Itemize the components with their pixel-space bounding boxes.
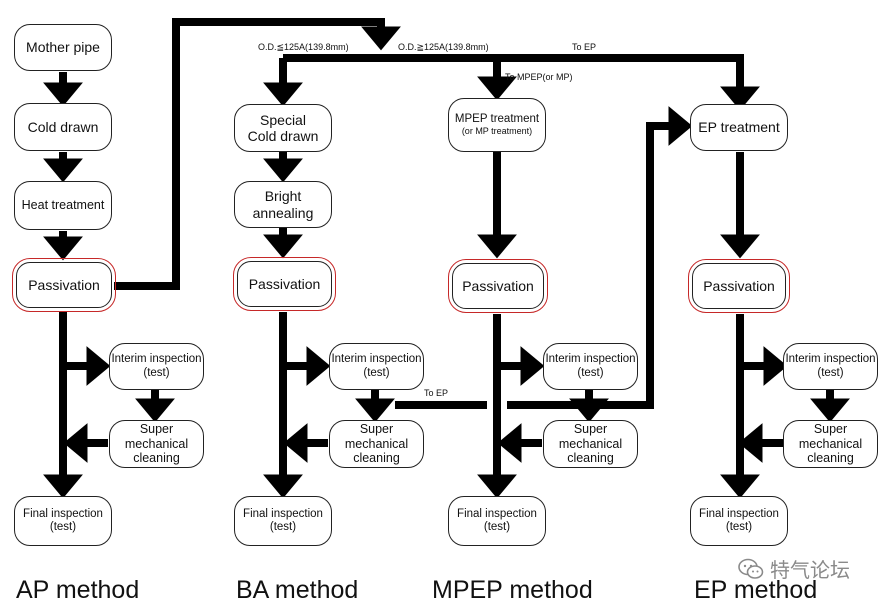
arrow-to-ep-mid <box>395 106 693 409</box>
node-ep-treatment: EP treatment <box>690 104 788 151</box>
node-ba-bright-annealing: Bright annealing <box>234 181 332 228</box>
label-od-small: O.D.≦125A(139.8mm) <box>258 42 349 52</box>
node-ba-passivation: Passivation <box>233 257 336 311</box>
node-ap-mother-pipe: Mother pipe <box>14 24 112 71</box>
node-ep-final-inspection: Final inspection (test) <box>690 496 788 546</box>
node-ba-special-cold-drawn: Special Cold drawn <box>234 104 332 152</box>
label-to-ep-mid: To EP <box>424 388 449 398</box>
node-ep-super-cleaning: Super mechanical cleaning <box>783 420 878 468</box>
node-mpep-interim-inspection: Interim inspection (test) <box>543 343 638 390</box>
node-ap-super-cleaning: Super mechanical cleaning <box>109 420 204 468</box>
node-ba-super-cleaning: Super mechanical cleaning <box>329 420 424 468</box>
caption-mpep-method: MPEP method <box>432 576 593 604</box>
caption-ba-method: BA method <box>236 576 359 604</box>
wechat-icon <box>738 558 764 580</box>
mpep-treatment-sublabel: (or MP treatment) <box>461 126 533 137</box>
mpep-treatment-label: MPEP treatment <box>454 113 540 126</box>
label-to-mpep: To MPEP(or MP) <box>505 72 573 82</box>
node-ba-interim-inspection: Interim inspection (test) <box>329 343 424 390</box>
node-ba-final-inspection: Final inspection (test) <box>234 496 332 546</box>
label-to-ep-top: To EP <box>572 42 597 52</box>
node-ep-passivation: Passivation <box>688 259 790 313</box>
watermark-text: 特气论坛 <box>770 558 850 582</box>
node-mpep-super-cleaning: Super mechanical cleaning <box>543 420 638 468</box>
node-ap-interim-inspection: Interim inspection (test) <box>109 343 204 390</box>
node-ap-heat-treatment: Heat treatment <box>14 181 112 230</box>
node-ap-final-inspection: Final inspection (test) <box>14 496 112 546</box>
arrow-to-ep-top <box>283 54 760 111</box>
label-od-large: O.D.≧125A(139.8mm) <box>398 42 489 52</box>
caption-ap-method: AP method <box>16 576 140 604</box>
watermark: 特气论坛 <box>738 554 850 583</box>
node-mpep-final-inspection: Final inspection (test) <box>448 496 546 546</box>
node-mpep-passivation: Passivation <box>448 259 548 313</box>
caption-ep-method: EP method <box>694 576 818 604</box>
node-ap-passivation: Passivation <box>12 258 116 312</box>
node-ap-cold-drawn: Cold drawn <box>14 103 112 151</box>
node-mpep-treatment: MPEP treatment (or MP treatment) <box>448 98 546 152</box>
node-ep-interim-inspection: Interim inspection (test) <box>783 343 878 390</box>
arrow-ap-branch <box>114 18 401 290</box>
